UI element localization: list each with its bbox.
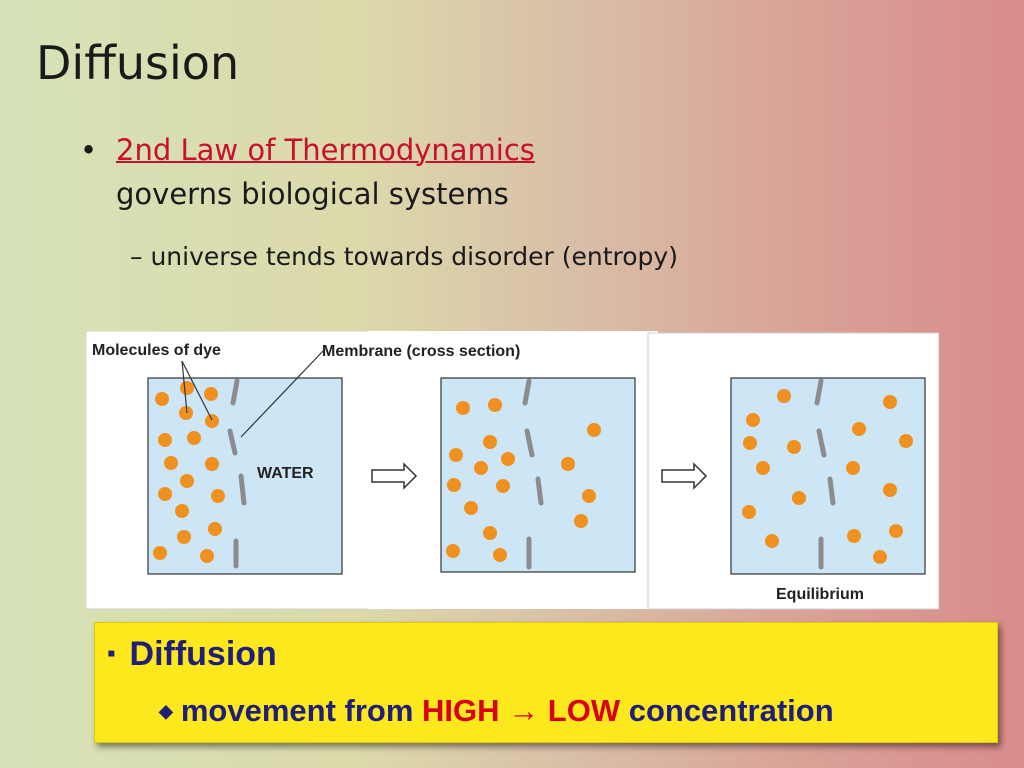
arrow-icon: → (508, 693, 539, 728)
definition-text-before: movement from (181, 693, 414, 728)
governs-text: governs biological systems (116, 172, 535, 216)
label-equilibrium: Equilibrium (776, 586, 864, 603)
high-label: HIGH (422, 693, 500, 728)
diamond-bullet-icon: ◆ (159, 701, 173, 721)
definition-box: ▪ Diffusion ◆ movement from HIGH → LOW con… (94, 622, 998, 743)
label-molecules: Molecules of dye (92, 342, 221, 359)
sub-bullet-entropy: – universe tends towards disorder (entro… (130, 242, 678, 271)
definition-text-row: ◆ movement from HIGH → LOW concentration (159, 693, 834, 729)
bullet-dot: • (80, 128, 97, 172)
water-box-2 (441, 378, 635, 572)
definition-text-after: concentration (629, 693, 834, 728)
diffusion-diagram: Molecules of dye Membrane (cross section… (86, 331, 939, 611)
definition-heading-row: ▪ Diffusion (107, 635, 277, 674)
definition-heading: Diffusion (130, 635, 277, 673)
law-link[interactable]: 2nd Law of Thermodynamics (116, 128, 535, 172)
label-water: WATER (257, 465, 314, 482)
water-box-3 (731, 378, 925, 574)
slide-title: Diffusion (36, 36, 239, 90)
square-bullet-icon: ▪ (107, 640, 116, 667)
label-membrane: Membrane (cross section) (322, 343, 520, 360)
low-label: LOW (548, 693, 620, 728)
